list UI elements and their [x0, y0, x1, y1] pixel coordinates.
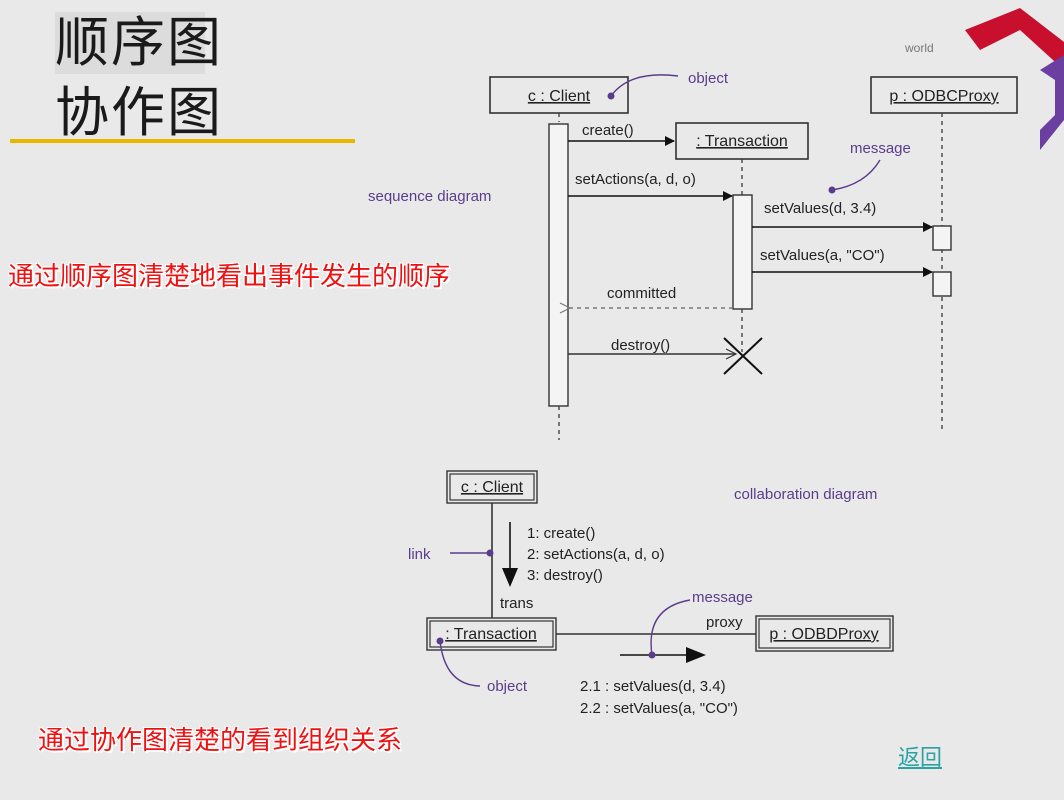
collab-link-note: link: [408, 546, 431, 563]
seq-destroy-x: [723, 337, 763, 375]
sequence-caption: 通过顺序图清楚地看出事件发生的顺序: [8, 262, 451, 292]
seq-message-note: message: [850, 140, 911, 157]
collab-client-box: [449, 473, 535, 501]
collab-message-note: message: [692, 589, 753, 606]
collab-proxy-box: [758, 618, 891, 649]
title-background: [55, 12, 205, 74]
collab-role-proxy: proxy: [706, 614, 743, 631]
seq-object-note: object: [688, 70, 729, 87]
collab-msg-3: 3: destroy(): [527, 567, 603, 584]
seq-proxy-box: [870, 76, 1018, 114]
collab-diagram-label: collaboration diagram: [734, 486, 877, 503]
seq-msg-committed: committed: [607, 285, 676, 302]
page-title-sequence: 顺序图: [55, 11, 223, 74]
title-underline: [10, 139, 355, 143]
collab-object-note: object: [487, 678, 528, 695]
page-title-collaboration: 协作图: [55, 81, 223, 144]
seq-msg-setvalues2: setValues(a, "CO"): [760, 247, 885, 264]
seq-msg-destroy: destroy(): [611, 337, 670, 354]
seq-msg-create: create(): [582, 122, 634, 139]
collab-transaction-label: : Transaction: [445, 626, 537, 643]
seq-proxy-activation-1: [932, 225, 952, 251]
collab-proxy-label: p : ODBDProxy: [769, 626, 878, 643]
collab-right-arrowhead: [686, 647, 706, 663]
seq-client-label: c : Client: [528, 88, 591, 105]
collab-client-label: c : Client: [461, 479, 524, 496]
logo-text: world: [904, 41, 934, 55]
collab-transaction-box: [429, 620, 554, 648]
sequence-diagram-label: sequence diagram: [368, 188, 491, 205]
logo: world: [904, 8, 1064, 150]
seq-client-activation: [548, 123, 569, 407]
seq-transaction-activation: [732, 194, 753, 310]
back-link[interactable]: 返回: [898, 746, 943, 771]
collab-msg-2-2: 2.2 : setValues(a, "CO"): [580, 700, 738, 717]
seq-msg-setvalues1: setValues(d, 3.4): [764, 200, 876, 217]
seq-transaction-label: : Transaction: [696, 133, 788, 150]
collaboration-caption: 通过协作图清楚的看到组织关系: [38, 726, 403, 756]
collab-down-arrowhead: [502, 568, 518, 587]
seq-msg-setactions: setActions(a, d, o): [575, 171, 696, 188]
seq-proxy-label: p : ODBCProxy: [889, 88, 998, 105]
collab-role-trans: trans: [500, 595, 533, 612]
collab-msg-2: 2: setActions(a, d, o): [527, 546, 665, 563]
collab-msg-2-1: 2.1 : setValues(d, 3.4): [580, 678, 726, 695]
collab-msg-1: 1: create(): [527, 525, 595, 542]
seq-proxy-activation-2: [932, 271, 952, 297]
